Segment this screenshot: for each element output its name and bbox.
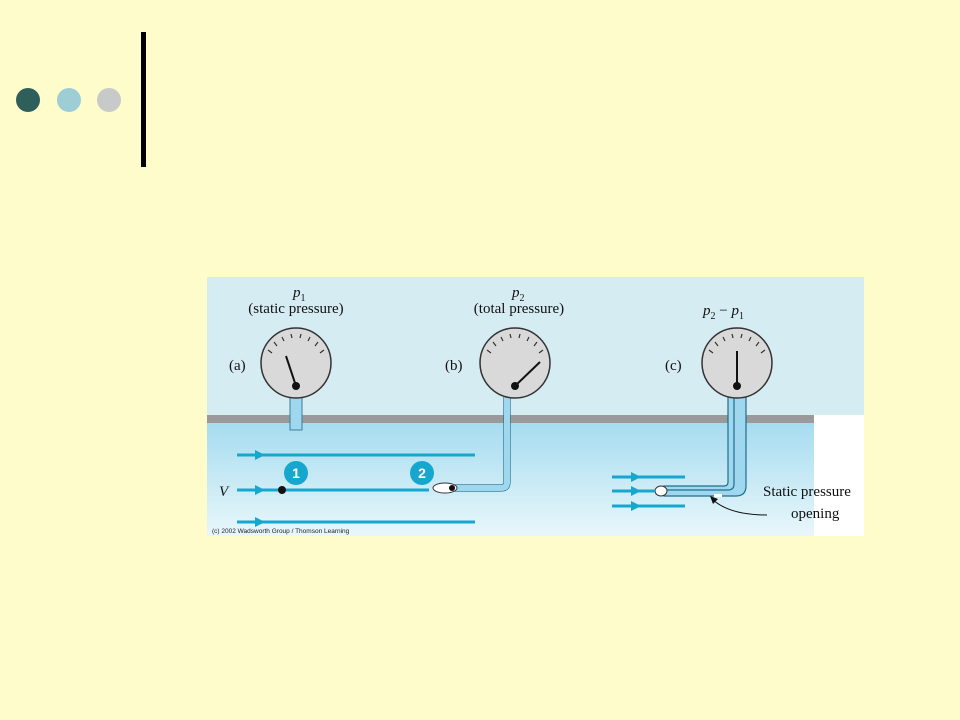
gauge-b-caption: (total pressure)	[474, 301, 564, 317]
opening-callout-arrowhead	[710, 496, 718, 504]
gauge-c-static-opening	[714, 494, 722, 497]
pitot-diagram: (a) p1 (static pressure) (b) p2 (total p…	[207, 277, 864, 536]
point-1-badge: 1	[284, 461, 308, 485]
gauge-b-ticks	[486, 333, 544, 354]
gauge-a: (a) p1 (static pressure)	[229, 285, 344, 431]
gauge-a-stem	[289, 394, 303, 431]
gauge-b-tag: (b)	[445, 358, 463, 374]
gauge-a-caption: (static pressure)	[248, 301, 343, 317]
velocity-label: V	[219, 484, 230, 500]
gauge-a-pivot	[292, 382, 300, 390]
gauge-a-symbol: p1	[292, 285, 306, 304]
bullet-dots	[0, 0, 160, 180]
point-2-circle	[410, 461, 434, 485]
opening-label-line2: opening	[791, 506, 840, 522]
gauge-b-face	[479, 327, 551, 399]
gauge-a-tag: (a)	[229, 358, 246, 374]
gauge-a-ticks	[267, 333, 325, 354]
gauge-c: (c) p2 − p1	[654, 303, 773, 497]
gauge-b: (b) p2 (total pressure)	[432, 285, 564, 494]
point-1-label: 1	[292, 465, 300, 481]
fluid-edge	[814, 423, 864, 536]
streamlines	[237, 450, 685, 527]
point-1-circle	[284, 461, 308, 485]
opening-label-line1: Static pressure	[763, 484, 851, 500]
bullet-dot-light-blue	[57, 88, 81, 112]
point-2-badge: 2	[410, 461, 434, 485]
figure-credit: (c) 2002 Wadsworth Group / Thomson Learn…	[212, 528, 350, 535]
bullet-dot-dark	[16, 88, 40, 112]
gauge-b-symbol: p2	[511, 285, 525, 304]
point-1-marker	[278, 486, 286, 494]
pitot-tube-figure: (a) p1 (static pressure) (b) p2 (total p…	[207, 277, 864, 536]
bullet-dot-gray	[97, 88, 121, 112]
title-divider	[141, 32, 146, 167]
gauge-b-stagnation-point	[449, 485, 455, 491]
gauge-b-pivot	[511, 382, 519, 390]
gauge-c-pivot	[733, 382, 741, 390]
point-2-label: 2	[418, 465, 426, 481]
gauge-c-tip	[654, 485, 668, 497]
gauge-c-prandtl-tube	[663, 394, 747, 497]
gauge-a-needle	[285, 355, 297, 387]
gauge-c-tag: (c)	[665, 358, 682, 374]
gauge-a-face	[260, 327, 332, 399]
gauge-c-inner-tube	[664, 395, 735, 491]
gauge-b-needle	[514, 361, 541, 387]
gauge-c-ticks	[708, 333, 766, 354]
